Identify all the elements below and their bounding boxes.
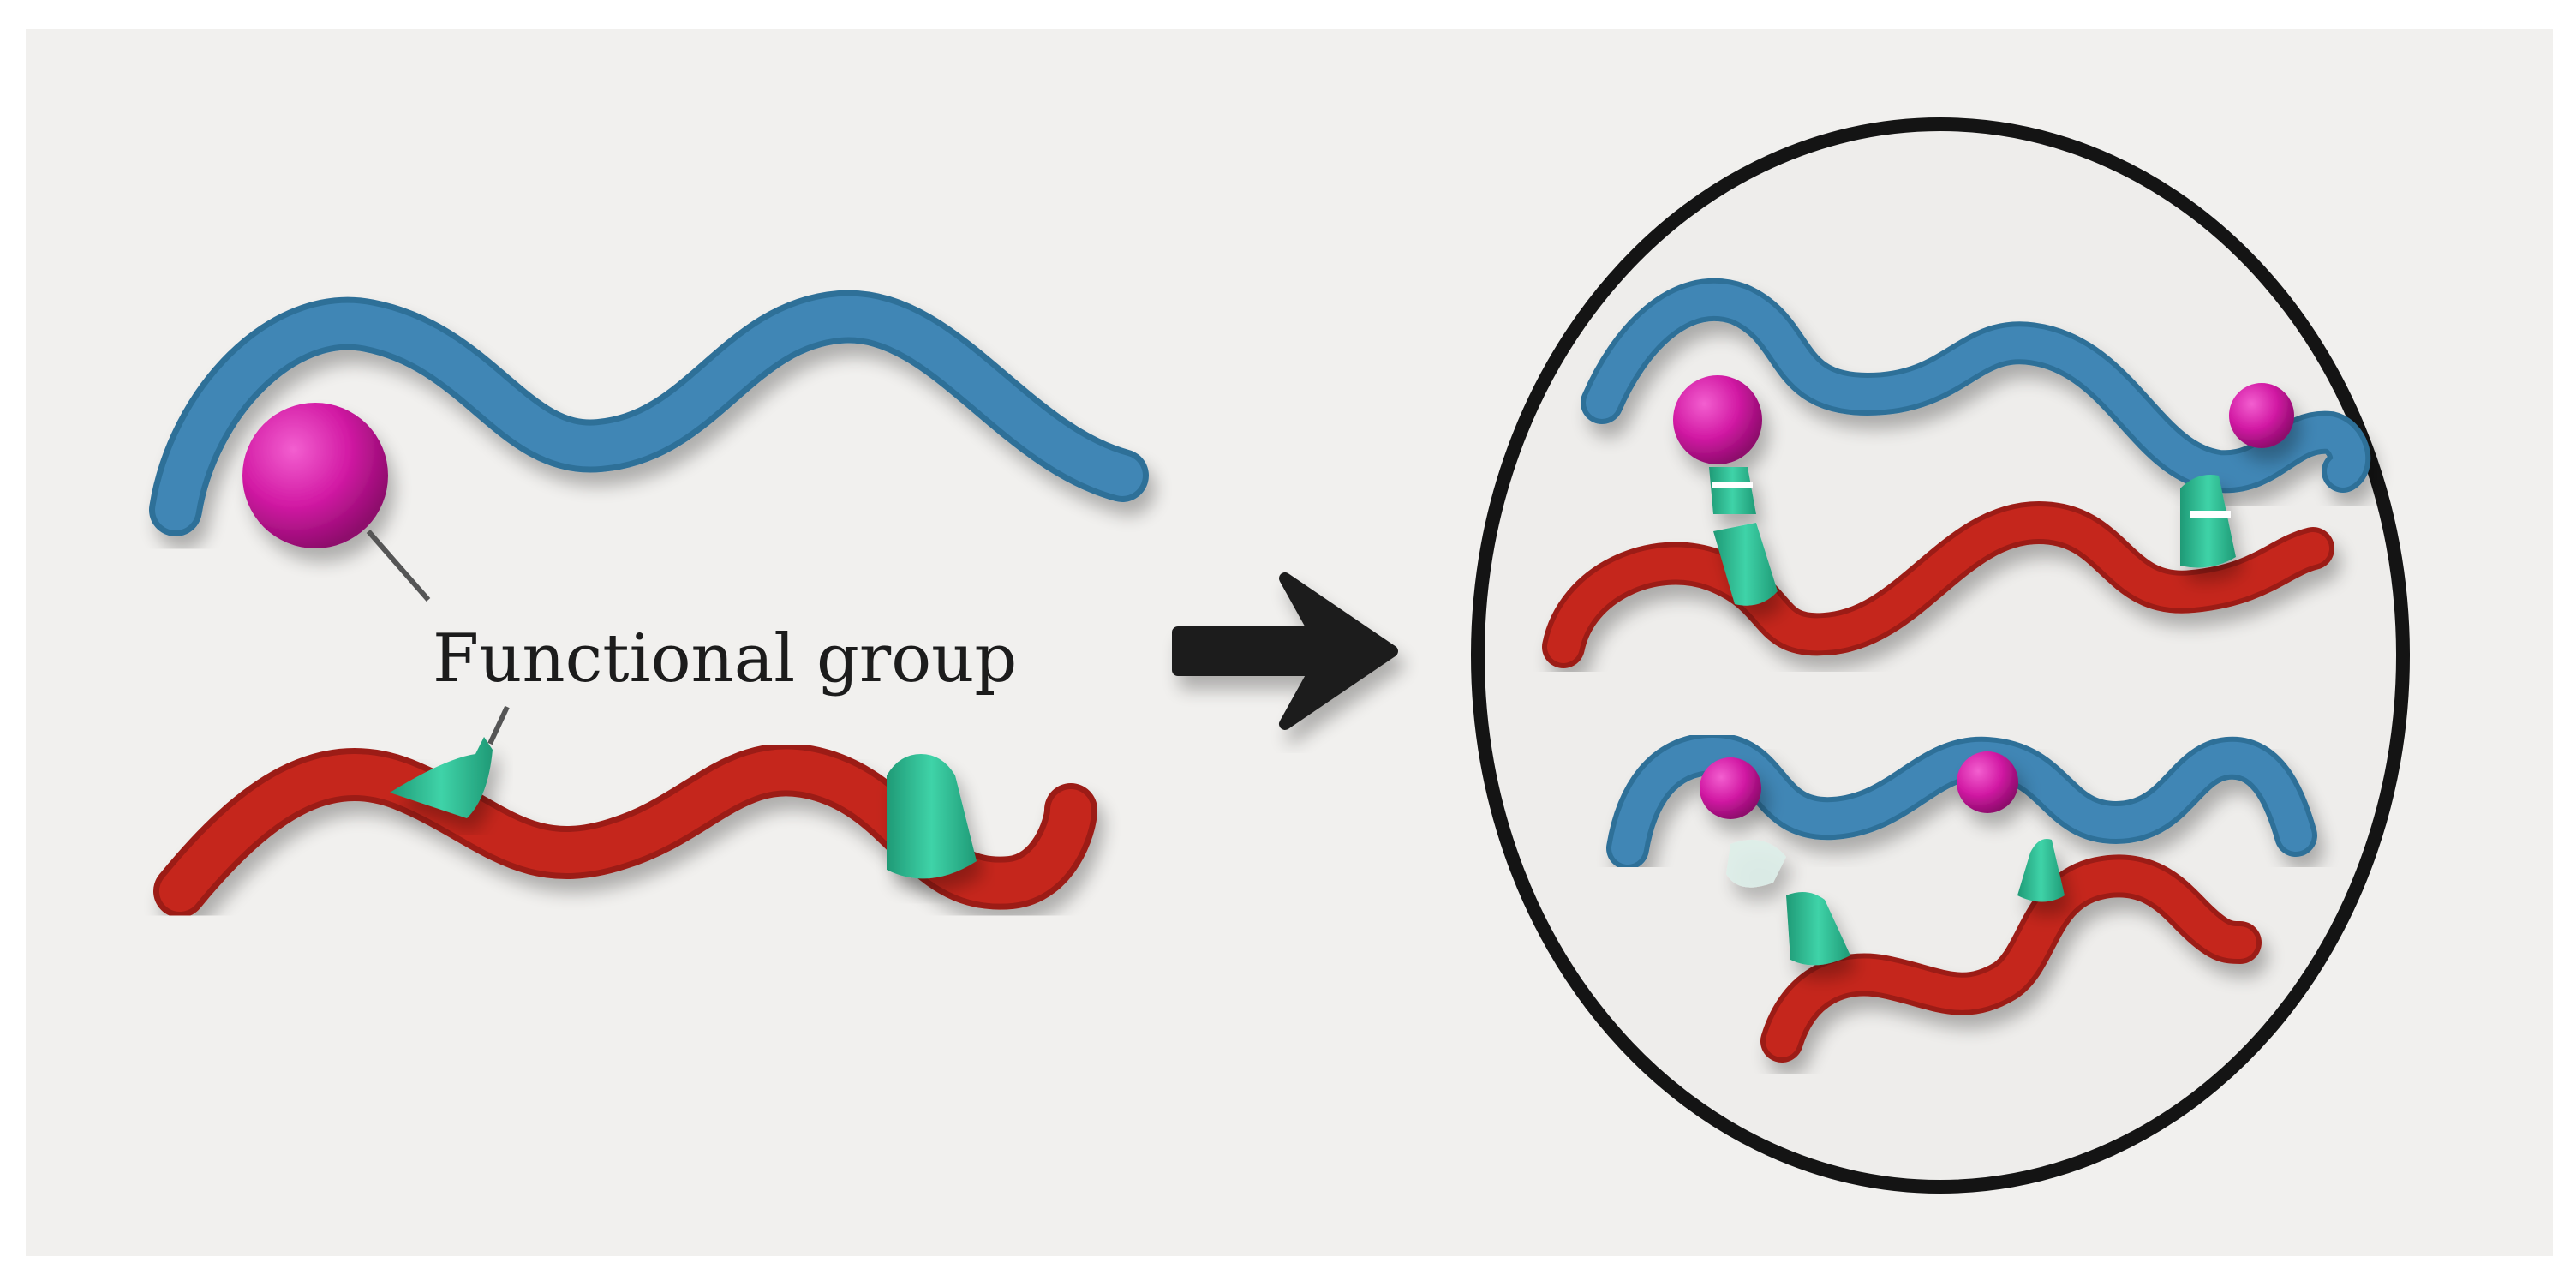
right-bottom-crosslink-1 xyxy=(1700,757,1850,966)
right-arrow-icon xyxy=(1172,572,1398,730)
left-functional-cone-icon-1 xyxy=(390,737,493,818)
right-top-crosslink-2 xyxy=(2180,383,2294,568)
right-top-blue-polymer-chain xyxy=(1581,278,2371,494)
left-blue-polymer-chain xyxy=(149,290,1149,536)
right-top-red-polymer-chain xyxy=(1542,500,2334,668)
functional-group-label: Functional group xyxy=(433,620,1017,697)
left-functional-cone-icon-2 xyxy=(887,754,977,879)
right-bottom-crosslink-2 xyxy=(1957,751,2065,902)
leader-line-sphere xyxy=(366,530,431,602)
right-top-crosslink-1 xyxy=(1673,375,1778,606)
right-bottom-red-polymer-chain xyxy=(1760,854,2262,1063)
circle-outline xyxy=(1471,117,2410,1194)
left-red-polymer-chain xyxy=(153,743,1097,918)
leader-line-cone xyxy=(487,705,510,745)
left-functional-sphere-icon xyxy=(242,403,388,548)
